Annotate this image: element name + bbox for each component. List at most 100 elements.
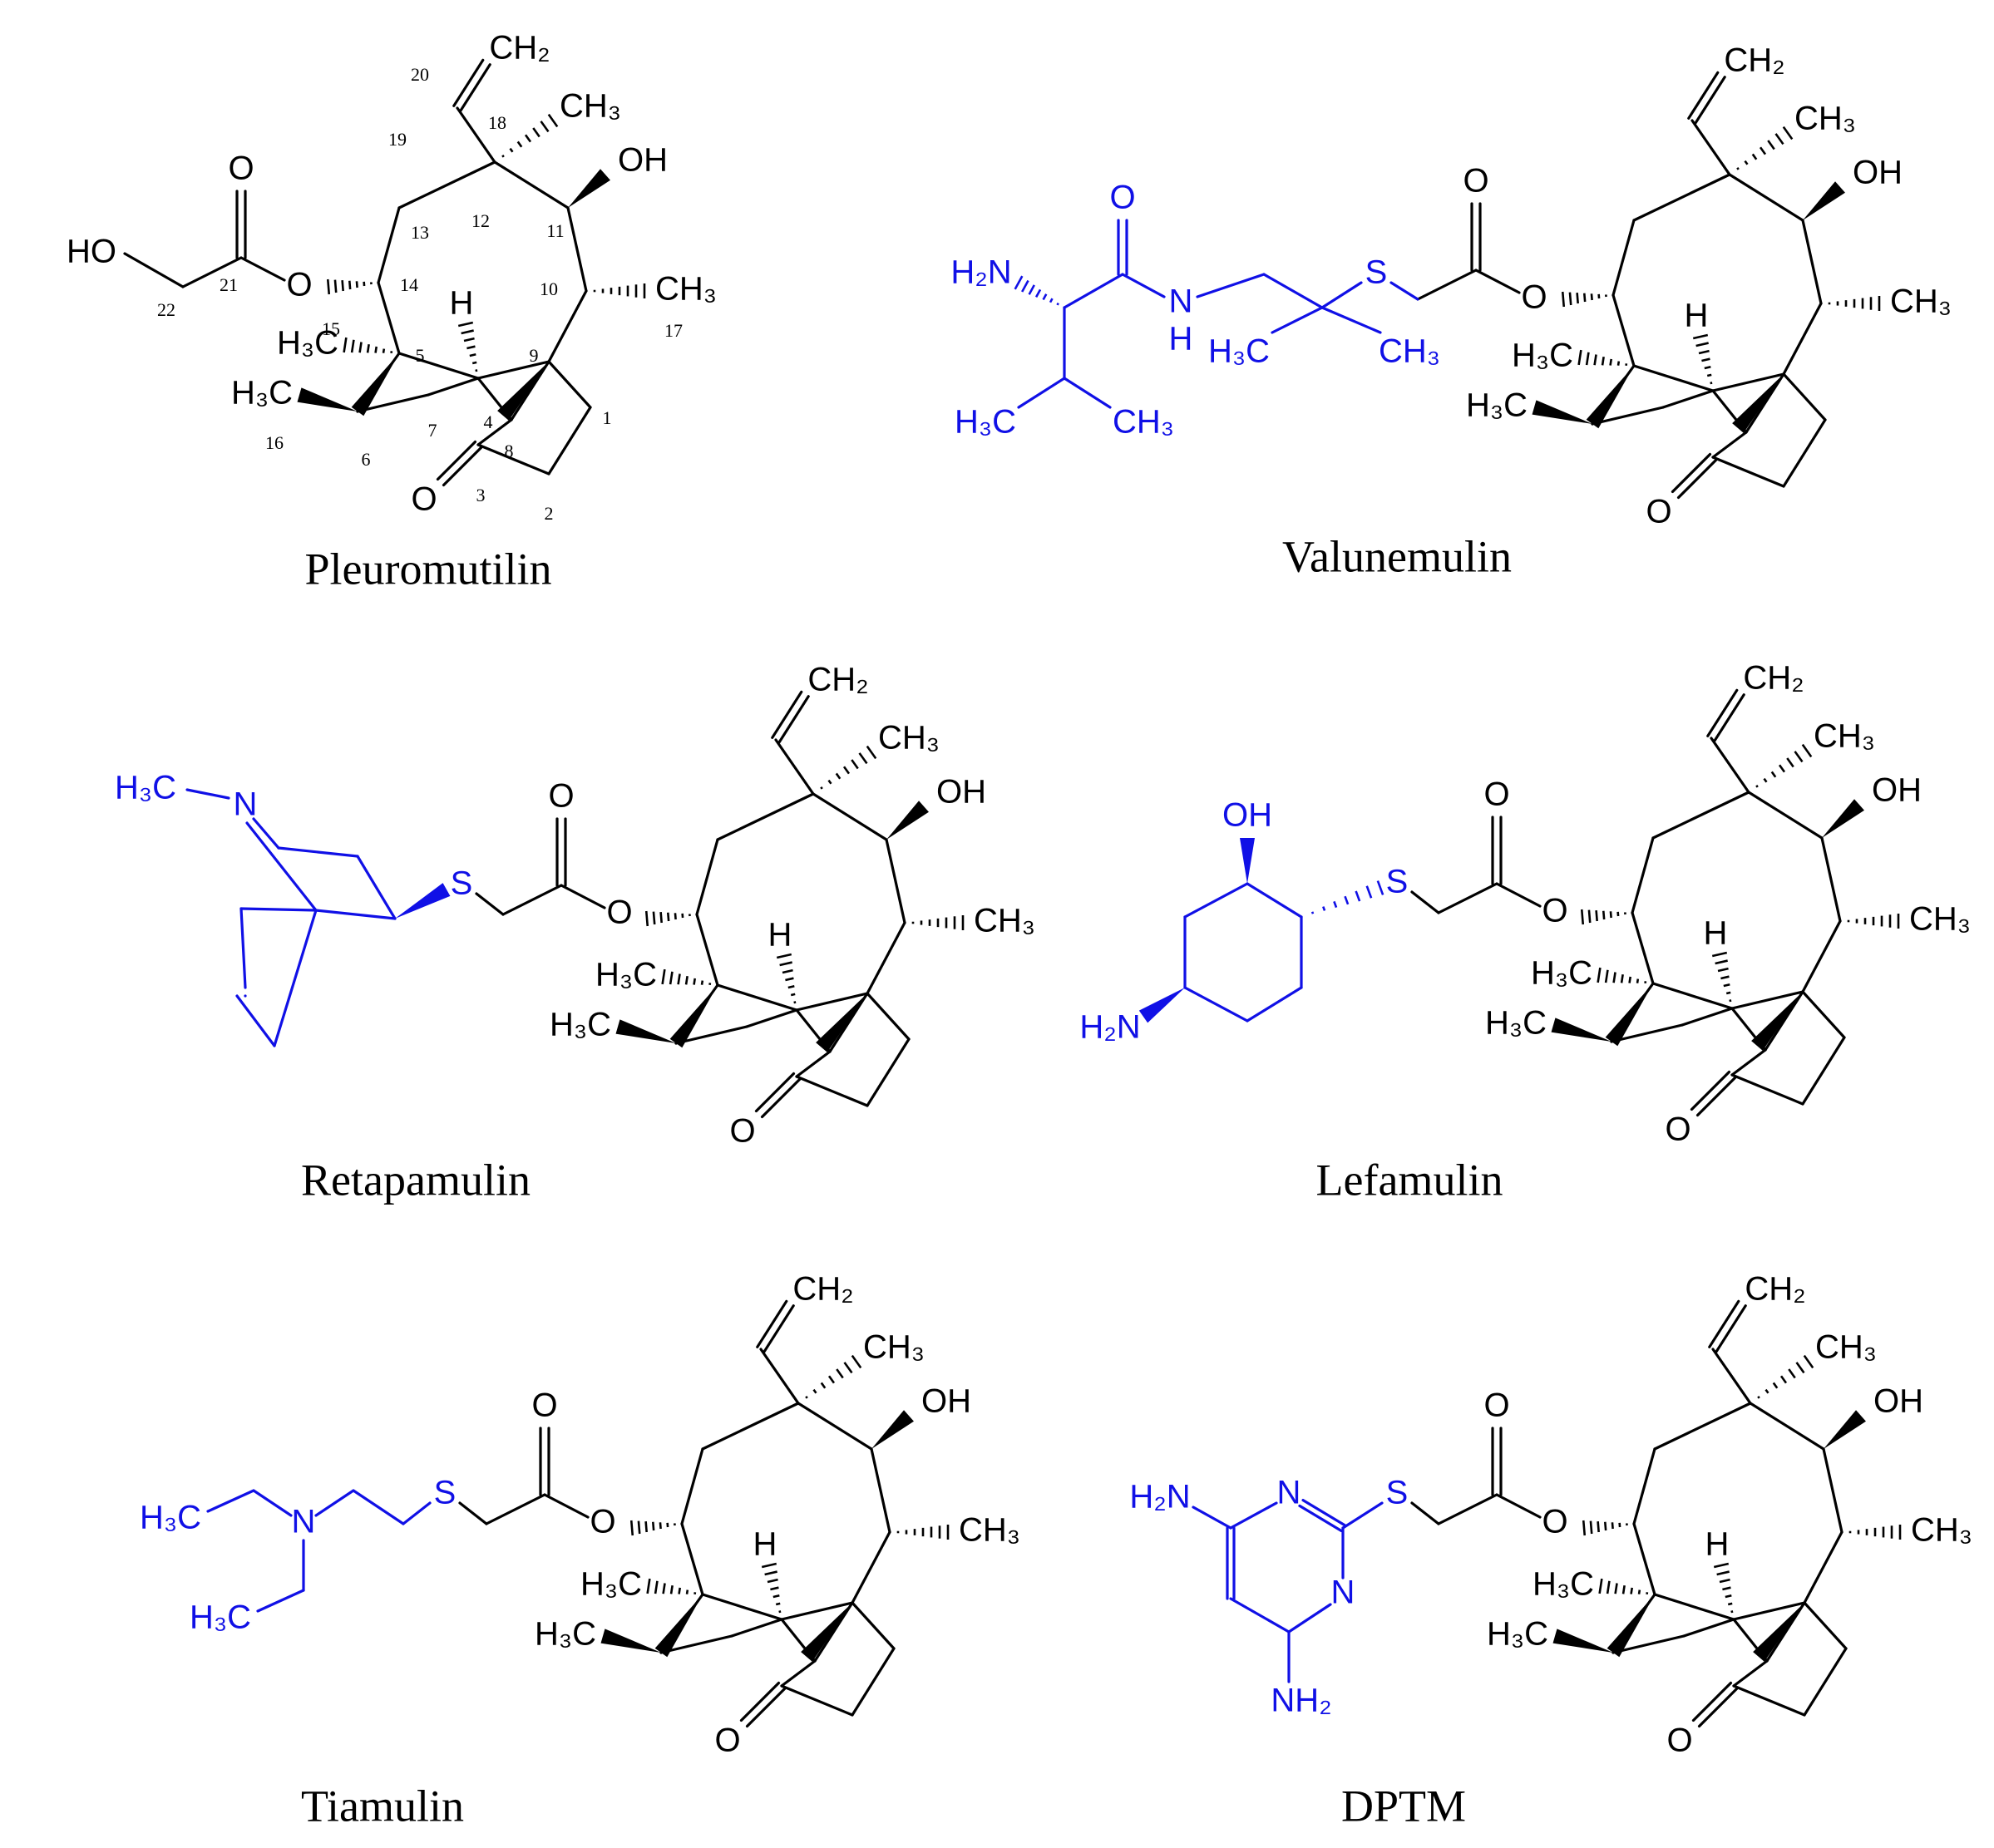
core-bond (659, 1634, 733, 1654)
ch3-label: CH₃ (1911, 1512, 1972, 1549)
nh2-label: NH₂ (1271, 1683, 1331, 1719)
s-label: S (451, 865, 473, 902)
core-bond (885, 838, 906, 924)
carbon-number-17: 17 (664, 320, 683, 341)
ch3-label: CH₃ (1379, 333, 1440, 370)
ch2-label: CH₂ (489, 30, 550, 67)
oh-label: OH (1853, 155, 1903, 191)
ring-bond (1183, 986, 1249, 1023)
core-bond (1632, 364, 1715, 392)
carbon-number-11: 11 (546, 220, 564, 241)
hashed-bond (1692, 333, 1713, 385)
carbon-number-3: 3 (476, 485, 486, 505)
wedge-bond (1753, 1603, 1804, 1662)
h3c-label: H₃C (231, 375, 293, 411)
n-label: N (1331, 1574, 1355, 1611)
wedge-bond (1732, 374, 1784, 433)
carbon-number-19: 19 (388, 129, 407, 150)
wedge-bond (886, 801, 929, 840)
core-bond (1749, 1402, 1825, 1451)
ester-oxygen-label: O (1521, 279, 1547, 316)
n-label: N (234, 786, 258, 823)
carbon-number-12: 12 (471, 210, 490, 231)
core-bond (1730, 1048, 1767, 1077)
vinyl-double-bond (1706, 688, 1739, 737)
sub-bond (1341, 1501, 1384, 1530)
wedge-bond (497, 362, 549, 421)
hashed-bond (776, 953, 797, 1004)
hashed-bond (1848, 1525, 1902, 1540)
hashed-bond (1014, 275, 1059, 306)
ester-bond (181, 256, 243, 288)
ring-double-bond (1301, 1498, 1346, 1527)
ring-bond (1246, 882, 1303, 919)
ester-bond (1474, 269, 1521, 294)
core-bond (397, 352, 480, 380)
carbon-number-13: 13 (411, 222, 429, 243)
core-bond (1745, 372, 1785, 434)
sub-bond (1121, 273, 1166, 298)
sub-bond (1271, 306, 1324, 334)
compound-name-valunemulin: Valunemulin (1282, 531, 1512, 581)
h3c-label: H₃C (277, 325, 338, 362)
ketone-double-bond (1676, 458, 1718, 500)
sub-bond (256, 1589, 305, 1613)
wedge-bond (1751, 992, 1803, 1051)
core-bond (795, 1050, 832, 1078)
ch3-label: CH₃ (1814, 718, 1875, 755)
ring-bond (1246, 986, 1303, 1023)
thioether-bond (1389, 281, 1419, 301)
core-bond (1822, 1447, 1843, 1534)
core-bond (1591, 406, 1665, 426)
carbon-number-7: 7 (428, 420, 437, 441)
sub-bond (1262, 273, 1324, 309)
h3c-label: H₃C (1512, 338, 1573, 374)
wedge-bond (654, 1594, 703, 1658)
ring-double-bond (1298, 1504, 1343, 1533)
wedge-bond (351, 353, 399, 416)
core-bond (716, 983, 798, 1012)
core-bond (493, 160, 570, 209)
ch3-label: CH₃ (863, 1329, 925, 1366)
compound-name-tiamulin: Tiamulin (301, 1781, 464, 1831)
wedge-bond (615, 1019, 676, 1043)
ester-bond (1416, 269, 1478, 301)
core-bond (427, 377, 480, 397)
core-bond (1631, 836, 1655, 914)
wedge-bond (395, 883, 451, 919)
sub-bond (314, 1489, 355, 1517)
hashed-bond (1757, 1354, 1814, 1399)
thioether-bond (475, 892, 505, 916)
ketone-oxygen-label: O (729, 1113, 755, 1150)
vinyl-double-bond (452, 58, 485, 107)
hashed-bond (646, 1578, 697, 1595)
carbon-number-9: 9 (530, 345, 539, 366)
ester-bond (560, 884, 606, 909)
ch3-label: CH₃ (959, 1512, 1020, 1549)
ester-bond (543, 1493, 590, 1519)
carbon-number-18: 18 (488, 112, 506, 133)
wedge-bond (1551, 1018, 1611, 1042)
ketone-oxygen-label: O (411, 481, 437, 518)
core-bond (476, 418, 513, 446)
compound-name-lefamulin: Lefamulin (1316, 1155, 1503, 1205)
vinyl-double-bond (777, 695, 810, 744)
h-label: H (1704, 915, 1728, 952)
ch3-label: CH₃ (878, 720, 940, 756)
core-bond (1801, 219, 1823, 305)
core-bond (1632, 173, 1731, 222)
ring-bond (356, 855, 397, 920)
wedge-bond (1822, 799, 1864, 838)
hashed-bond (1577, 349, 1628, 367)
ketone-double-bond (760, 1077, 802, 1119)
ring-bond (1229, 1501, 1278, 1530)
core-bond (1711, 372, 1785, 392)
thioether-bond (1410, 890, 1440, 914)
amide-n-label: N (1169, 283, 1193, 320)
core-bond (701, 1593, 783, 1621)
vinyl-double-bond (763, 1304, 795, 1353)
vinyl-double-bond (459, 63, 491, 112)
carbon-number-20: 20 (411, 64, 429, 85)
